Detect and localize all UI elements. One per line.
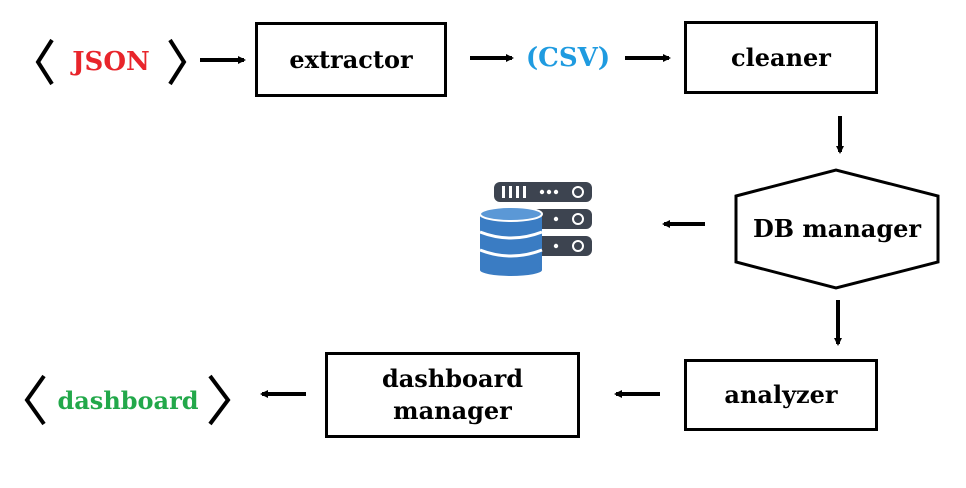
analyzer-box: analyzer [684,359,878,431]
dashboard-label: dashboard [57,385,199,415]
db-manager-hexagon [734,168,940,290]
cleaner-label: cleaner [731,42,831,72]
cleaner-box: cleaner [684,21,878,94]
csv-label: (CSV) [525,43,611,73]
dashboard-left-bracket [24,374,46,426]
extractor-box: extractor [255,22,447,97]
dashboard-right-bracket [208,374,231,426]
json-right-bracket [168,38,187,86]
dashboard-manager-label-line2: manager [393,396,512,425]
analyzer-label: analyzer [724,380,838,409]
json-left-bracket [35,38,54,86]
extractor-label: extractor [289,44,413,74]
dashboard-manager-box: dashboard manager [325,352,580,438]
dashboard-manager-label-line1: dashboard [381,364,524,393]
db-manager-label: DB manager [752,213,922,243]
database-server-icon [479,182,592,276]
json-label: JSON [72,47,150,77]
